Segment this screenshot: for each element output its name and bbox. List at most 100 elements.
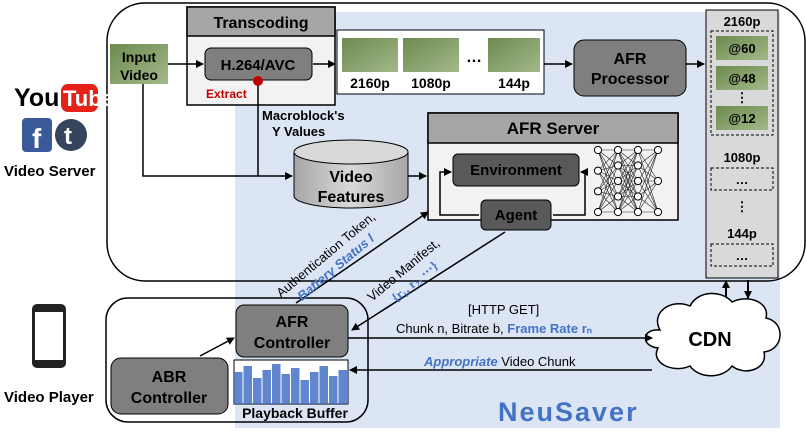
nn-edge bbox=[597, 149, 619, 182]
nn-node bbox=[633, 176, 643, 186]
storage-2160p-group bbox=[710, 30, 774, 136]
buffer-segment bbox=[300, 380, 309, 404]
nn-edge bbox=[637, 180, 659, 197]
arrow-agent-to-controller bbox=[351, 231, 506, 331]
buffer-segment bbox=[272, 364, 281, 404]
frame-144p bbox=[488, 38, 540, 72]
buffer-segment bbox=[234, 372, 243, 404]
storage-2160p-label: 2160p bbox=[724, 14, 761, 29]
storage-144p-label: 144p bbox=[727, 226, 757, 241]
svg-text:You: You bbox=[14, 84, 59, 112]
transcoding-header bbox=[186, 6, 336, 37]
input-video-label-2: Video bbox=[120, 67, 158, 83]
storage-1080p-dots: … bbox=[736, 172, 749, 187]
cdn-cloud bbox=[644, 292, 781, 377]
codec-label: H.264/AVC bbox=[221, 57, 296, 74]
nn-edge bbox=[597, 170, 619, 197]
nn-node bbox=[593, 207, 603, 217]
youtube-logo: You Tube bbox=[14, 84, 114, 112]
buffer-segment bbox=[329, 376, 338, 404]
res-dots: … bbox=[466, 49, 482, 66]
afr-controller-box bbox=[235, 304, 349, 358]
nn-node bbox=[633, 207, 643, 217]
buffer-segment bbox=[253, 378, 262, 404]
nn-node bbox=[613, 207, 623, 217]
arrow-abr-to-afr bbox=[199, 337, 235, 357]
buffer-segment bbox=[319, 366, 328, 404]
svg-text:t: t bbox=[64, 123, 72, 150]
res-2160p-label: 2160p bbox=[350, 75, 390, 91]
video-features-db bbox=[293, 139, 409, 209]
cdn-label: CDN bbox=[688, 329, 731, 351]
storage-144p-group bbox=[710, 243, 774, 267]
macroblock-label-1: Macroblock's bbox=[262, 108, 345, 123]
storage-1080p-label: 1080p bbox=[724, 150, 761, 165]
afr-processor-label-1: AFR bbox=[614, 51, 647, 68]
abr-controller-label-1: ABR bbox=[152, 369, 187, 386]
nn-node bbox=[633, 161, 643, 170]
playback-buffer-label: Playback Buffer bbox=[242, 405, 348, 421]
nn-edge bbox=[597, 165, 619, 213]
http-get-label: [HTTP GET] bbox=[468, 302, 539, 317]
fr48-frame bbox=[716, 66, 768, 90]
video-features-label-1: Video bbox=[329, 169, 373, 186]
frame-1080p bbox=[403, 38, 459, 72]
nn-node bbox=[633, 192, 643, 201]
request-plain: Chunk n, Bitrate b, bbox=[396, 321, 507, 336]
afr-server-header bbox=[427, 112, 679, 144]
nn-edge bbox=[617, 165, 639, 213]
afr-processor-box bbox=[573, 39, 687, 97]
nn-edge bbox=[637, 149, 659, 166]
nn-node bbox=[653, 207, 663, 217]
nn-node bbox=[633, 145, 643, 155]
agent-box bbox=[480, 199, 552, 231]
video-player-boundary bbox=[105, 297, 369, 423]
svg-text:f: f bbox=[32, 123, 42, 154]
tumblr-icon: t bbox=[55, 119, 87, 151]
afr-controller-label-1: AFR bbox=[276, 314, 309, 331]
res-1080p-label: 1080p bbox=[411, 75, 451, 91]
nn-edge bbox=[597, 149, 619, 192]
svg-text:Tube: Tube bbox=[63, 86, 114, 111]
fr60-label: @60 bbox=[728, 41, 755, 56]
afr-server-title: AFR Server bbox=[507, 119, 600, 138]
fr60-frame bbox=[716, 36, 768, 60]
response-appropriate: Appropriate bbox=[423, 354, 498, 369]
abr-controller-label-2: Controller bbox=[131, 390, 207, 407]
response-label: Appropriate Video Chunk bbox=[423, 354, 576, 369]
nn-node bbox=[593, 145, 603, 155]
buffer-segment bbox=[281, 374, 290, 404]
input-video-label-1: Input bbox=[122, 49, 157, 65]
transcoding-title: Transcoding bbox=[213, 15, 308, 32]
extract-point bbox=[253, 76, 263, 86]
facebook-icon: f bbox=[22, 118, 52, 154]
frame-2160p bbox=[342, 38, 398, 72]
fr48-label: @48 bbox=[728, 71, 755, 86]
buffer-segment bbox=[310, 372, 319, 404]
agent-label: Agent bbox=[495, 207, 538, 224]
fr12-label: @12 bbox=[728, 111, 755, 126]
response-video-chunk: Video Chunk bbox=[498, 354, 576, 369]
buffer-segment bbox=[291, 368, 300, 404]
neural-network-icon bbox=[593, 145, 663, 217]
nn-edge bbox=[597, 149, 619, 166]
request-frame-rate: Frame Rate rₙ bbox=[507, 321, 592, 336]
video-server-boundary bbox=[106, 2, 806, 282]
nn-edge bbox=[597, 149, 619, 171]
video-features-label-2: Features bbox=[318, 189, 385, 206]
request-label: Chunk n, Bitrate b, Frame Rate rₙ bbox=[396, 321, 592, 336]
environment-label: Environment bbox=[470, 162, 562, 179]
nn-node bbox=[593, 166, 603, 175]
buffer-segment bbox=[243, 366, 252, 404]
storage-vdots-1: ⋮ bbox=[736, 90, 749, 105]
abr-controller-box bbox=[110, 357, 229, 415]
fr12-frame bbox=[716, 106, 768, 130]
nn-node bbox=[613, 161, 623, 170]
video-player-label: Video Player bbox=[4, 389, 94, 406]
nn-edge bbox=[597, 191, 619, 213]
afr-controller-label-2: Controller bbox=[254, 335, 330, 352]
nn-edge bbox=[617, 180, 639, 213]
buffer-segment bbox=[262, 370, 271, 404]
nn-node bbox=[613, 192, 623, 201]
